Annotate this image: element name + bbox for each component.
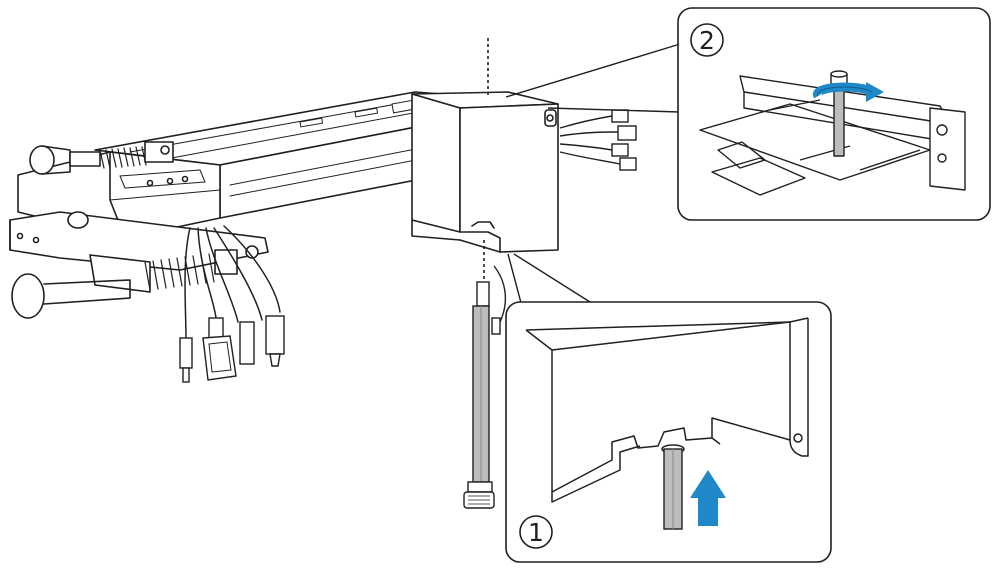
step-2-number: 2 <box>699 26 715 55</box>
callout-2-panel: 2 <box>677 7 991 221</box>
end-bracket-side <box>459 103 559 253</box>
upper-knob <box>29 145 55 175</box>
lower-knob <box>11 273 45 319</box>
cable-bundle <box>184 225 281 339</box>
extension-pipe <box>463 265 507 509</box>
rotate-arrow-icon <box>813 82 884 102</box>
step-1-number: 1 <box>528 518 544 547</box>
callout-1-panel: 1 <box>505 301 832 563</box>
callout-2-leader <box>505 43 681 113</box>
right-cables <box>559 109 637 171</box>
callout-1-detail <box>525 317 809 503</box>
step-1-badge: 1 <box>519 515 553 549</box>
cable-connectors <box>179 315 285 383</box>
upper-spring <box>99 146 147 169</box>
end-bracket-face <box>411 93 461 233</box>
callout-2-detail <box>699 70 966 196</box>
mount-assembly <box>9 91 559 319</box>
up-arrow-icon <box>690 470 726 526</box>
step-2-badge: 2 <box>690 23 724 57</box>
callout-1-pipe <box>663 448 683 530</box>
